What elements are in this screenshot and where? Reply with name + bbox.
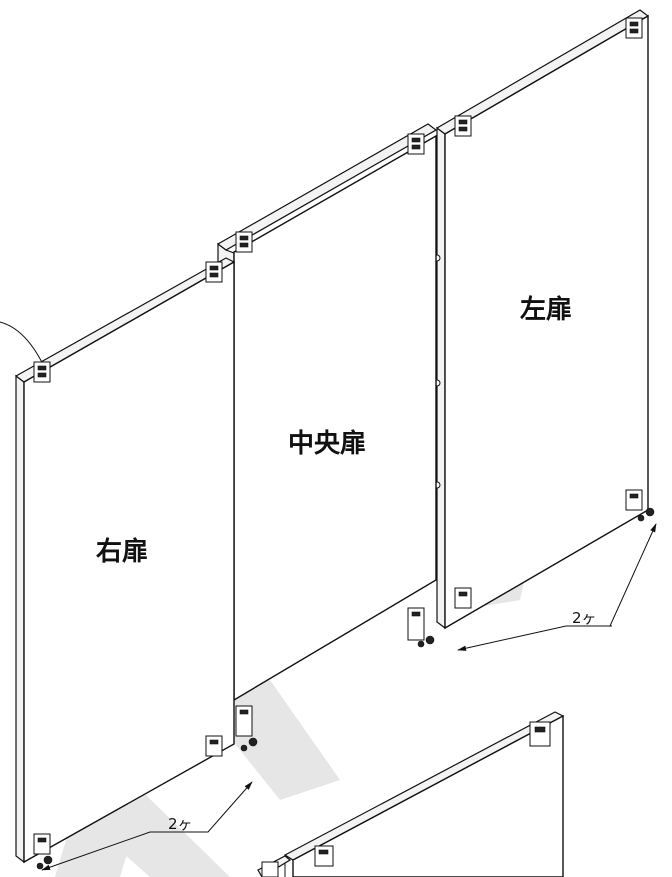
left-door-label: 左扉 — [520, 295, 572, 325]
lower-door — [257, 711, 565, 877]
right-door-label: 右扉 — [96, 537, 148, 567]
left-door — [433, 9, 650, 630]
center-door — [216, 123, 438, 702]
arrow-icon — [41, 523, 657, 871]
center-door-label: 中央扉 — [288, 429, 366, 459]
qty-lower-label: 2ヶ — [168, 815, 193, 833]
right-door — [14, 257, 236, 864]
pivot-roller-icon — [36, 507, 655, 870]
qty-upper-label: 2ヶ — [572, 609, 597, 627]
